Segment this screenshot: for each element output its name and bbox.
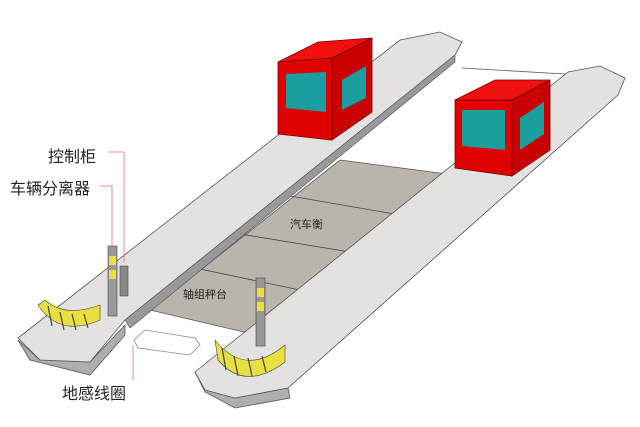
leader-control-cabinet: [108, 151, 125, 262]
cabin-window: [342, 66, 366, 110]
barrier-right: [214, 338, 286, 377]
label-axle-scale: 轴组秤台: [183, 288, 227, 301]
cabin-window: [520, 102, 544, 150]
scale-divider: [289, 195, 401, 216]
label-control-cabinet: 控制柜: [48, 147, 97, 166]
label-ground-loop: 地感线圈: [62, 384, 127, 403]
leader-separator: [100, 185, 113, 248]
scale-divider: [194, 267, 301, 291]
cabin-window: [462, 110, 505, 150]
scale-divider: [239, 233, 351, 253]
label-truck-scale: 汽车衡: [290, 218, 323, 231]
left-island-inner-wall: [124, 54, 456, 329]
vehicle-separator-left: [107, 245, 129, 317]
cabin-window: [286, 72, 326, 112]
ground-loop: [133, 329, 201, 356]
label-vehicle-separator: 车辆分离器: [10, 179, 91, 198]
vehicle-separator-right: [255, 277, 266, 347]
barrier-left: [37, 299, 101, 327]
